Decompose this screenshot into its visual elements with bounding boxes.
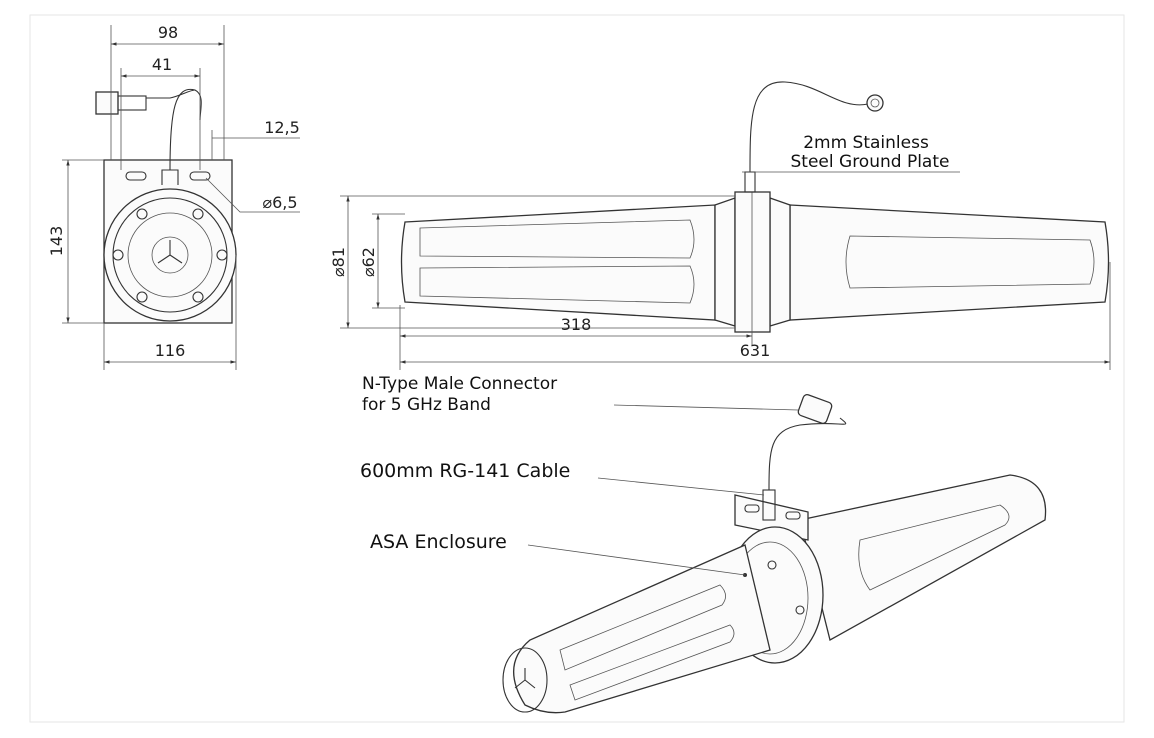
enclosure-label: ASA Enclosure: [370, 531, 507, 553]
dim-diameter-62: ⌀62: [359, 247, 378, 277]
dim-hole-diameter: ⌀6,5: [262, 193, 297, 212]
iso-front-radome: [512, 544, 771, 714]
dim-116: 116: [155, 341, 186, 360]
drawing-border: [29, 14, 1125, 723]
dim-diameter-81: ⌀81: [329, 247, 348, 277]
iso-view: N-Type Male Connector for 5 GHz Band 600…: [360, 374, 1047, 714]
iso-bracket: [734, 494, 809, 541]
dim-41: 41: [152, 55, 172, 74]
connector-end: [866, 94, 884, 112]
ground-plate-label-2: Steel Ground Plate: [791, 152, 950, 172]
cable: [749, 81, 869, 173]
dim-143: 143: [47, 226, 66, 257]
dim-318: 318: [561, 315, 592, 334]
iso-back-radome: [799, 474, 1047, 641]
left-radome: [400, 204, 716, 321]
connector-label-2: for 5 GHz Band: [362, 395, 491, 415]
dim-98: 98: [158, 23, 178, 42]
right-radome: [789, 204, 1110, 321]
iso-connector: [797, 394, 833, 424]
ground-plate-label-1: 2mm Stainless: [803, 133, 929, 153]
ground-plate: [734, 191, 771, 333]
connector-label-1: N-Type Male Connector: [362, 374, 557, 394]
n-connector: [95, 91, 119, 115]
dim-12-5: 12,5: [264, 118, 300, 137]
front-view: 98 41 12,5 ⌀6,5 143 116: [47, 23, 300, 370]
cable-label: 600mm RG-141 Cable: [360, 460, 570, 482]
side-view: 2mm Stainless Steel Ground Plate ⌀81 ⌀62…: [329, 81, 1111, 370]
dim-631: 631: [740, 341, 771, 360]
